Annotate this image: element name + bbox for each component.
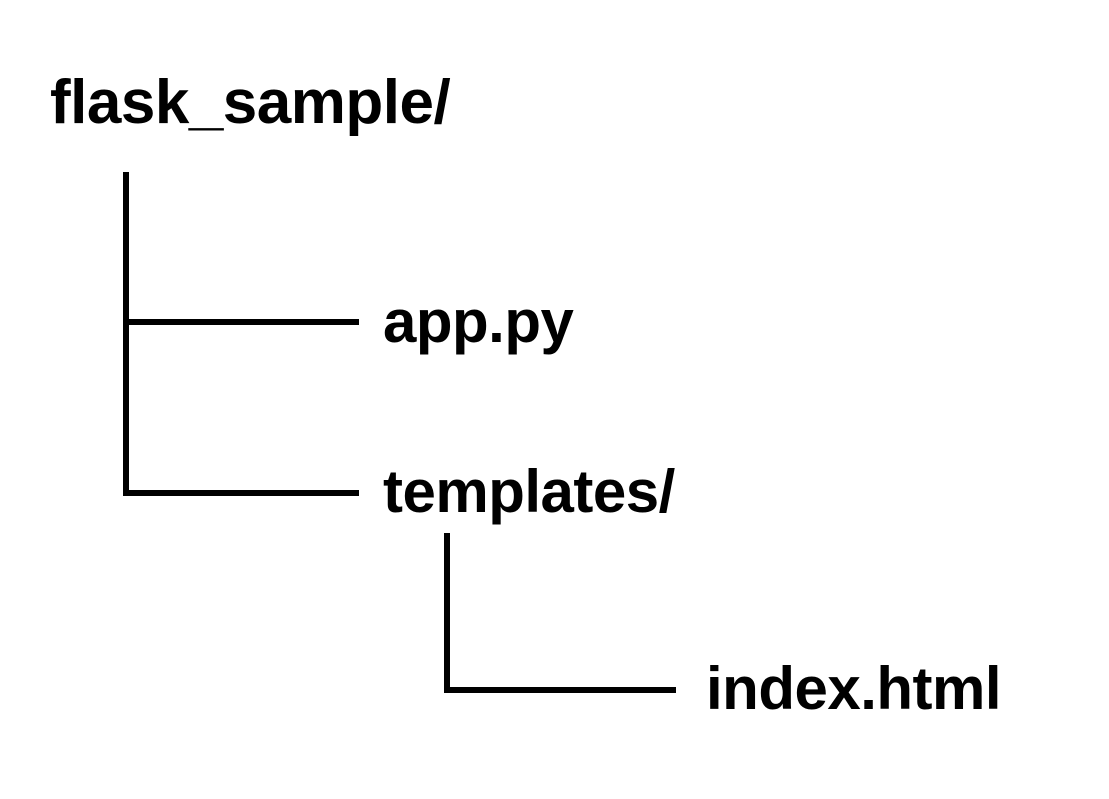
tree-trunk-level2	[444, 533, 450, 693]
tree-node-app-py-label: app.py	[383, 288, 574, 355]
tree-node-index-html-label: index.html	[706, 655, 1002, 722]
tree-branch-index-html	[444, 687, 676, 693]
tree-branch-templates	[123, 490, 359, 496]
tree-node-templates-label: templates/	[383, 458, 675, 525]
tree-trunk-level1	[123, 172, 129, 496]
tree-node-root-label: flask_sample/	[50, 68, 451, 137]
tree-branch-app-py	[123, 319, 359, 325]
